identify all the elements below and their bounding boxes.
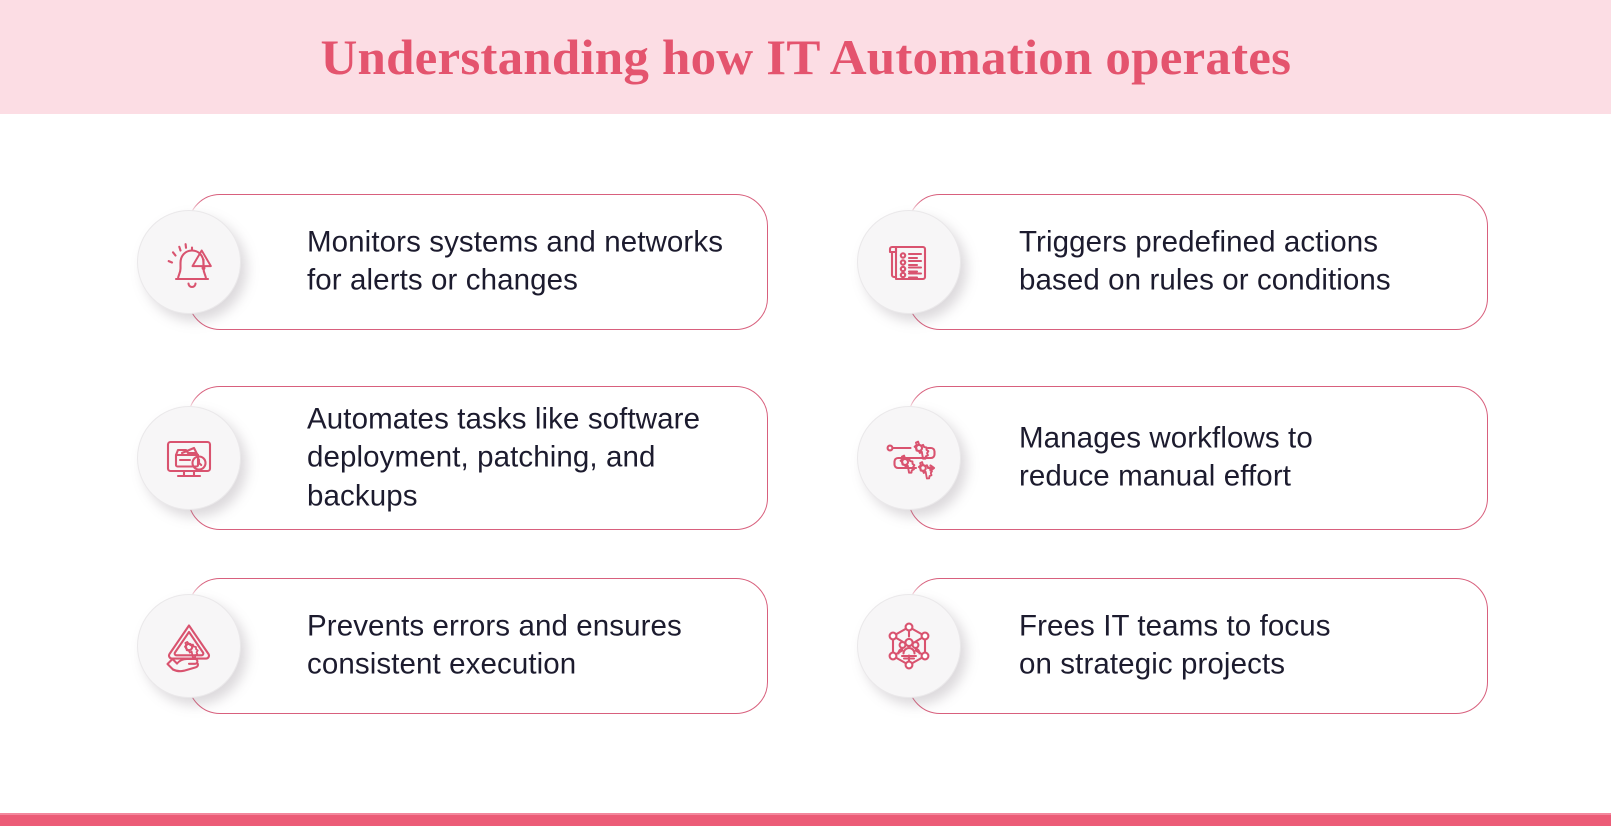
footer-bar — [0, 813, 1611, 826]
card-frees-it-teams[interactable]: Frees IT teams to focus on strategic pro… — [857, 578, 1488, 714]
page-title: Understanding how IT Automation operates — [320, 29, 1291, 85]
header-band: Understanding how IT Automation operates — [0, 0, 1611, 114]
card-text: Frees IT teams to focus on strategic pro… — [1019, 609, 1331, 681]
cards-area: Monitors systems and networks for alerts… — [0, 114, 1611, 814]
checklist-document-icon — [857, 210, 961, 314]
card-monitors-systems[interactable]: Monitors systems and networks for alerts… — [137, 194, 768, 330]
workflow-gears-icon — [857, 406, 961, 510]
card-manages-workflows[interactable]: Manages workflows to reduce manual effor… — [857, 386, 1488, 530]
card-automates-tasks[interactable]: Automates tasks like software deployment… — [137, 386, 768, 530]
network-people-icon — [857, 594, 961, 698]
card-text: Automates tasks like software deployment… — [307, 402, 701, 513]
card-text: Monitors systems and networks for alerts… — [307, 225, 724, 297]
card-prevents-errors[interactable]: Prevents errors and ensures consistent e… — [137, 578, 768, 714]
card-text: Prevents errors and ensures consistent e… — [307, 609, 682, 681]
monitor-files-icon — [137, 406, 241, 510]
card-triggers-actions[interactable]: Triggers predefined actions based on rul… — [857, 194, 1488, 330]
card-text: Triggers predefined actions based on rul… — [1019, 225, 1391, 297]
card-text: Manages workflows to reduce manual effor… — [1019, 421, 1313, 493]
bell-alert-icon — [137, 210, 241, 314]
hand-gear-triangle-icon — [137, 594, 241, 698]
